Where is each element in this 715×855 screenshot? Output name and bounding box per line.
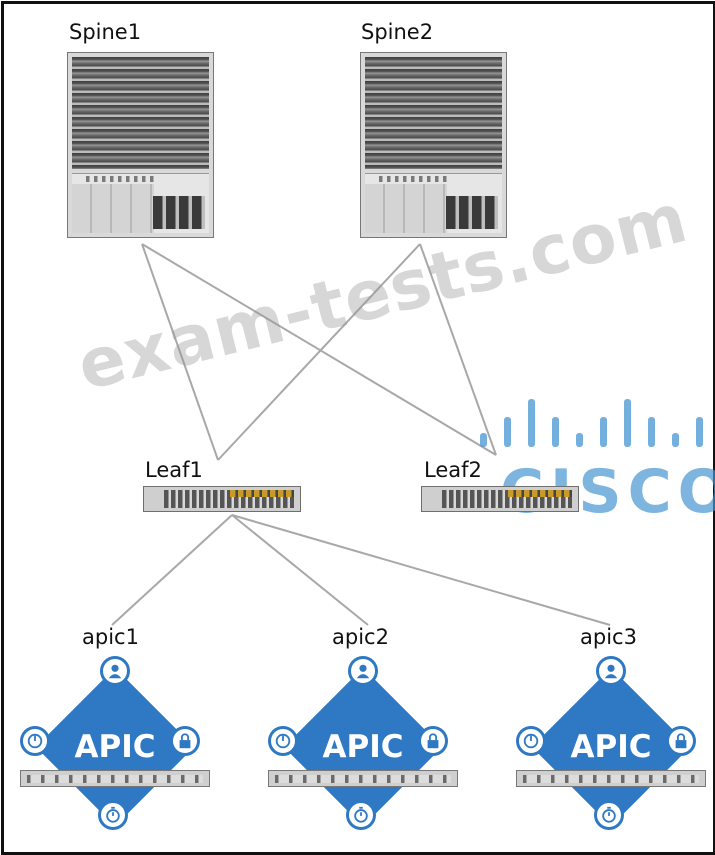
link-spine2-leaf2: [419, 243, 497, 456]
link-leaf1-apic1: [111, 514, 233, 626]
apic2-device-text: APIC: [322, 729, 404, 765]
apic3-device-text: APIC: [570, 729, 652, 765]
spine1-label: Spine1: [69, 20, 142, 44]
leaf2-label: Leaf2: [424, 458, 482, 482]
gauge-icon: [20, 726, 50, 756]
user-icon: [348, 656, 378, 686]
apic3-label: apic3: [580, 625, 637, 649]
cisco-logo-bars: [480, 399, 703, 447]
spine2-label: Spine2: [361, 20, 434, 44]
apic1-device-text: APIC: [74, 729, 156, 765]
apic1-controller: APIC: [20, 656, 210, 830]
link-leaf1-apic3: [231, 514, 611, 626]
apic1-label: apic1: [82, 625, 139, 649]
apic3-controller: APIC: [516, 656, 706, 830]
gauge-icon: [268, 726, 298, 756]
timer-icon: [346, 800, 376, 830]
apic2-label: apic2: [332, 625, 389, 649]
link-leaf1-apic2: [231, 514, 369, 626]
user-icon: [596, 656, 626, 686]
timer-icon: [594, 800, 624, 830]
gauge-icon: [516, 726, 546, 756]
lock-icon: [418, 726, 448, 756]
link-spine1-leaf2: [141, 243, 497, 456]
leaf1-switch: [143, 486, 301, 512]
leaf2-switch: [421, 486, 579, 512]
apic2-controller: APIC: [268, 656, 458, 830]
user-icon: [100, 656, 130, 686]
leaf1-label: Leaf1: [145, 458, 203, 482]
link-spine2-leaf1: [217, 243, 421, 461]
spine1-switch: [67, 52, 214, 238]
timer-icon: [98, 800, 128, 830]
lock-icon: [170, 726, 200, 756]
spine2-switch: [360, 52, 507, 238]
link-spine1-leaf1: [141, 243, 219, 461]
lock-icon: [666, 726, 696, 756]
